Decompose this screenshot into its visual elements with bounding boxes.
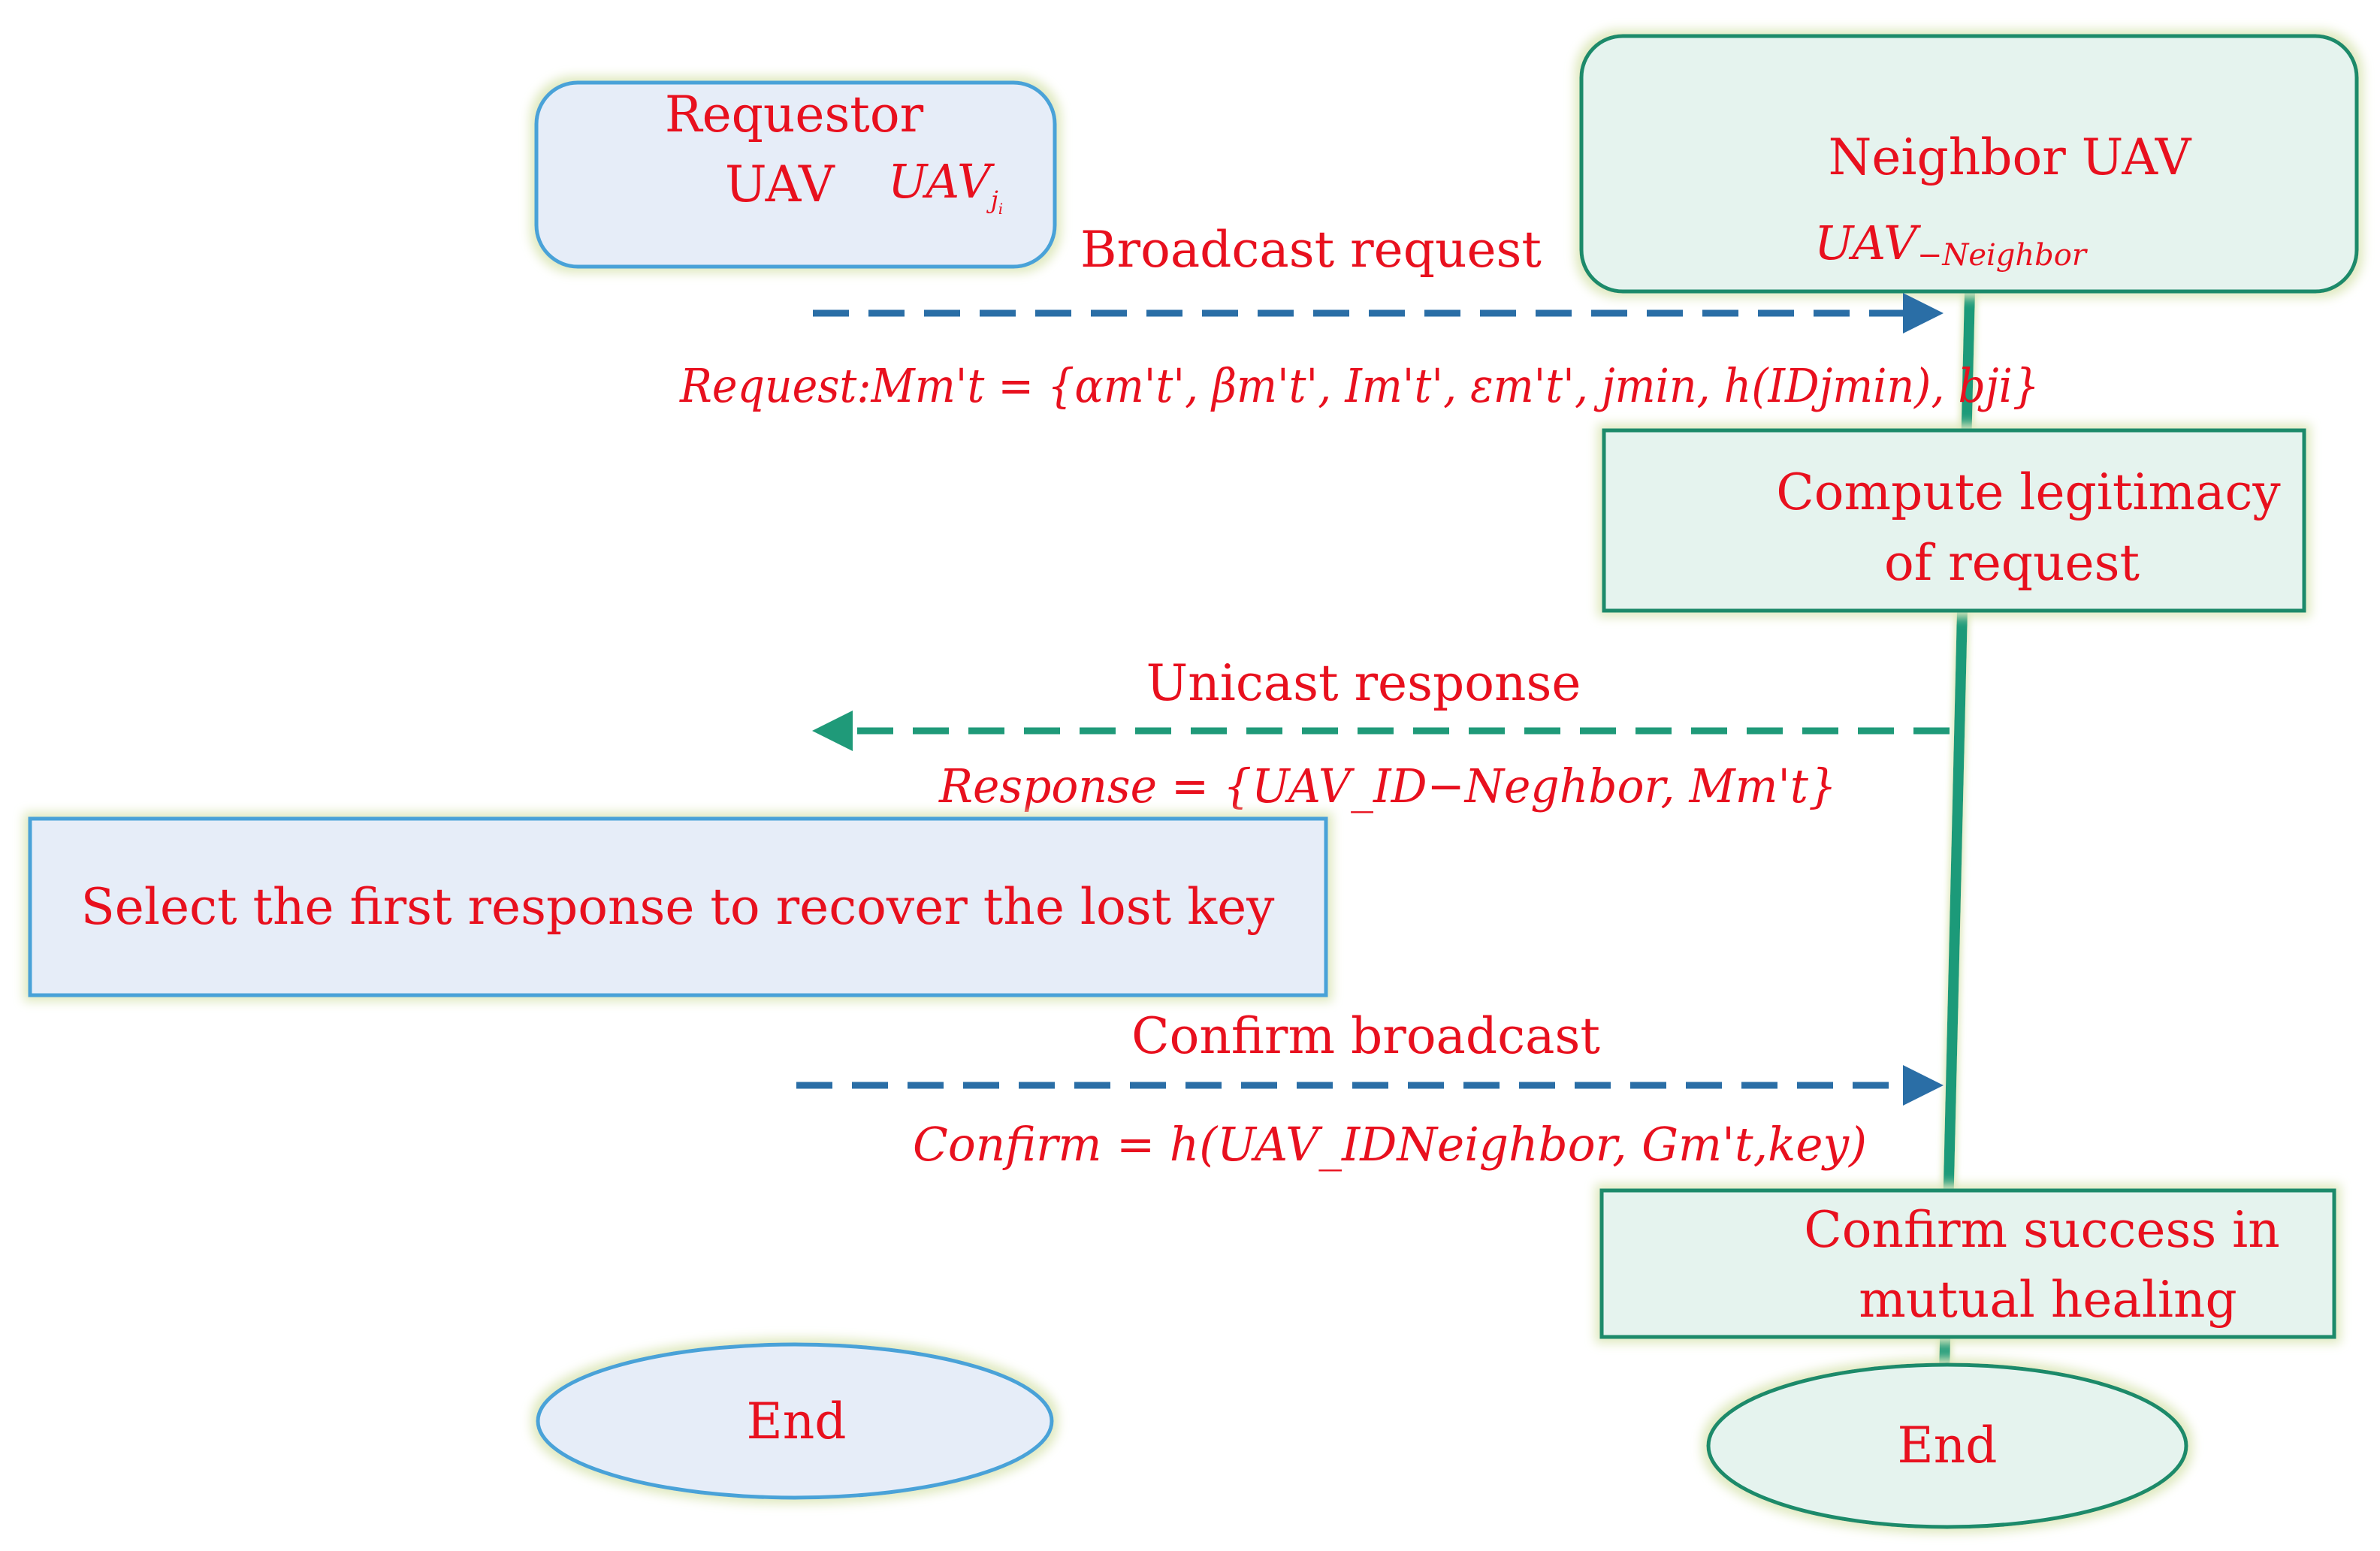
compute-legitimacy-line1: Compute legitimacy [1776, 463, 2281, 521]
requestor-end-label: End [747, 1393, 847, 1450]
neighbor-box [1579, 34, 2359, 294]
compute-legitimacy-line2: of request [1884, 534, 2140, 592]
confirm-broadcast-formula: Confirm = h(UAV_IDNeighbor, Gm't,key) [913, 1117, 1867, 1172]
requestor-end-terminal [536, 1342, 1054, 1500]
confirm-broadcast-label: Confirm broadcast [1131, 1007, 1600, 1065]
broadcast-request-label: Broadcast request [1080, 221, 1542, 279]
unicast-response-formula: Response = {UAV_ID−Neghbor, Mm't} [938, 759, 1837, 813]
requestor-uav-math: UAVji [888, 154, 1003, 218]
confirm-success-box [1599, 1188, 2336, 1339]
requestor-uav-text: UAV [725, 155, 835, 213]
neighbor-uav-math: UAV−Neighbor [1814, 216, 2089, 273]
broadcast-request-formula: Request:Mm't = {αm't', βm't', Im't', εm'… [679, 358, 2040, 413]
select-response-box [28, 816, 1328, 997]
confirm-success-line2: mutual healing [1859, 1271, 2237, 1329]
requestor-title: Requestor [665, 86, 924, 143]
neighbor-end-terminal [1706, 1362, 2188, 1529]
neighbor-end-label: End [1898, 1417, 1998, 1474]
requestor-box [534, 80, 1057, 269]
select-response-text: Select the first response to recover the… [81, 878, 1276, 936]
confirm-success-line1: Confirm success in [1804, 1201, 2280, 1259]
compute-legitimacy-box [1602, 428, 2306, 613]
unicast-response-label: Unicast response [1146, 654, 1581, 712]
neighbor-title: Neighbor UAV [1829, 128, 2192, 186]
